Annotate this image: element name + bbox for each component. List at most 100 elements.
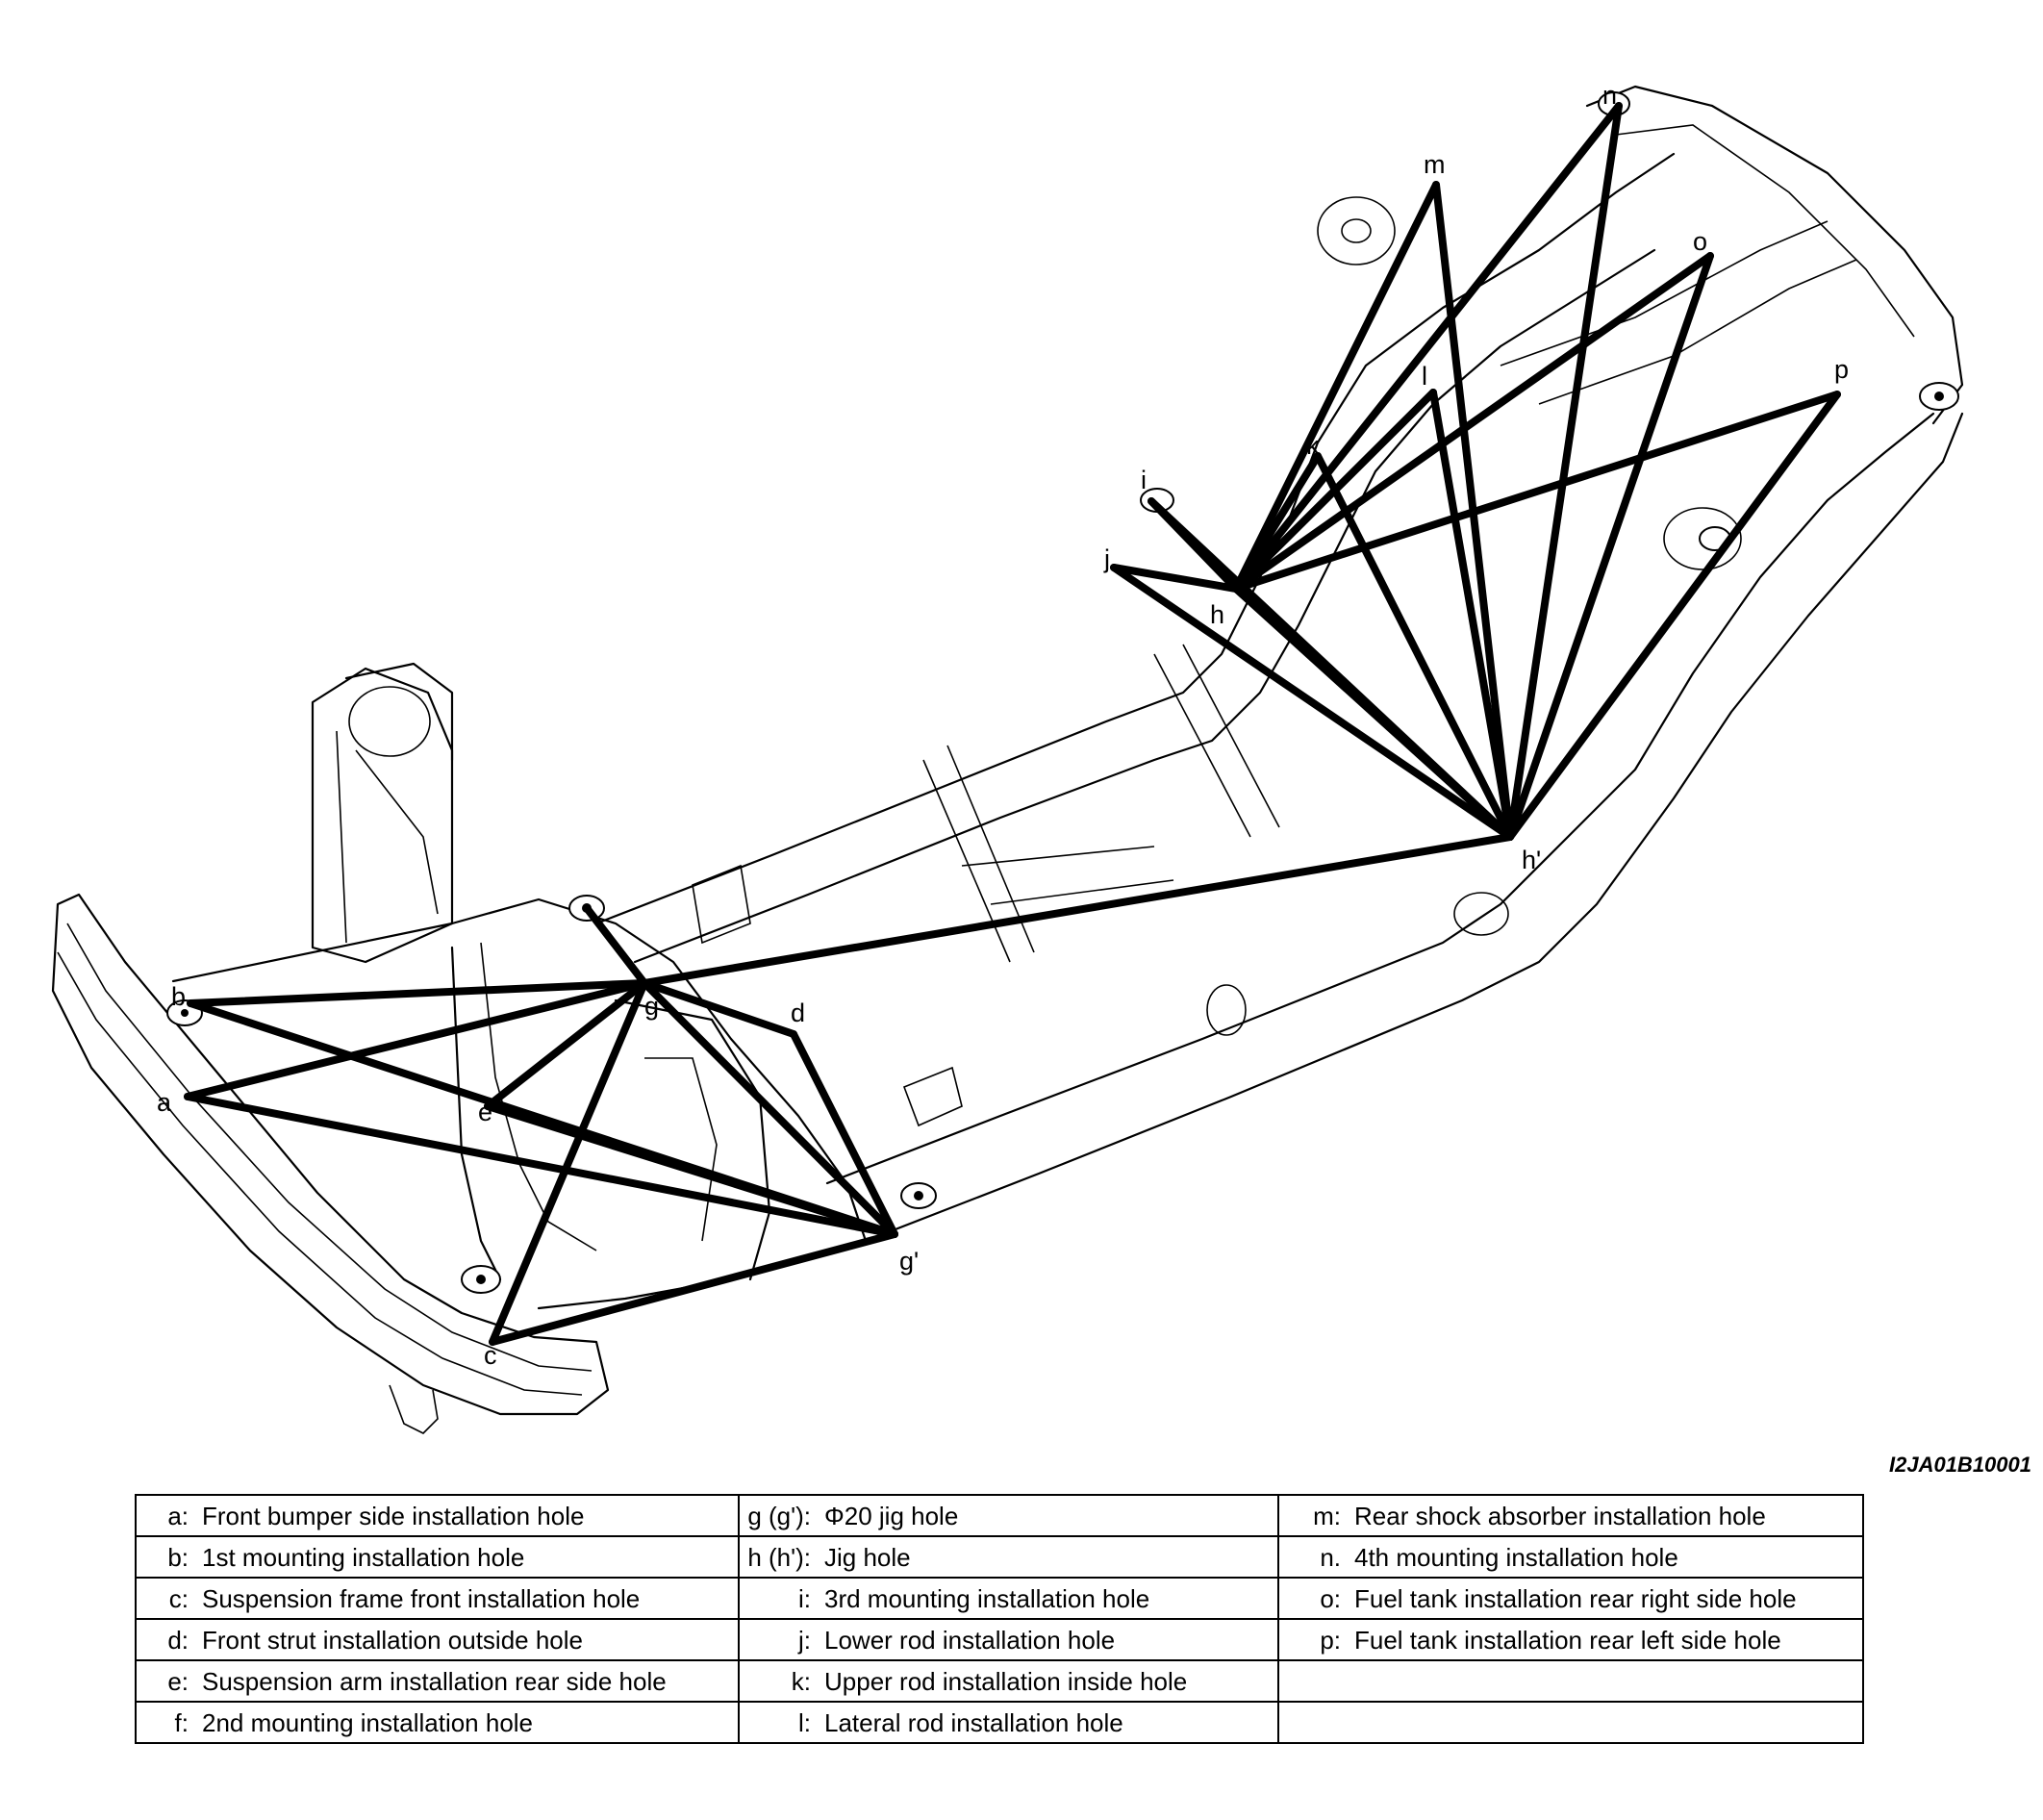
legend-cell: p: Fuel tank installation rear left side … [1277,1618,1864,1661]
point-label-g-prime: g' [899,1247,919,1276]
measurement-line-a-gp [184,1093,898,1238]
legend-key: m: [1313,1501,1341,1530]
legend-label: Lateral rod installation hole [824,1707,1123,1737]
legend-key: j: [798,1625,811,1655]
legend-row: f: 2nd mounting installation hole l: Latera… [135,1701,1864,1744]
point-label-m: m [1424,150,1446,179]
legend-cell: o: Fuel tank installation rear right side… [1277,1577,1864,1620]
legend-key: g (g'): [747,1501,811,1530]
point-label-a: a [157,1088,172,1117]
measurement-line-hp-n [1506,102,1623,841]
legend-cell [1277,1701,1864,1744]
measurement-line-j-h [1110,564,1240,593]
legend-label: Lower rod installation hole [824,1625,1116,1655]
legend-cell: g (g'): Φ20 jig hole [738,1494,1279,1537]
legend-label: 2nd mounting installation hole [202,1707,534,1737]
legend-row: e: Suspension arm installation rear side … [135,1659,1864,1703]
legend-label: Φ20 jig hole [824,1501,959,1530]
measurement-line-h-k [1232,452,1322,593]
measurement-line-h-p [1232,391,1841,593]
legend-key: e: [167,1666,189,1696]
legend-cell: j: Lower rod installation hole [738,1618,1279,1661]
measurement-line-i-hp [1148,497,1514,841]
point-label-p: p [1834,355,1849,384]
measurement-line-hp-k [1314,452,1514,841]
measurement-line-a-g [184,979,648,1100]
point-label-l: l [1422,362,1427,391]
measurement-line-c-gp [489,1230,898,1346]
point-label-o: o [1693,227,1707,256]
point-label-j: j [1103,544,1110,573]
legend-label: Upper rod installation inside hole [824,1666,1188,1696]
legend-cell: b: 1st mounting installation hole [135,1535,740,1579]
point-label-n: n [1602,81,1617,110]
legend-key: l: [798,1707,811,1737]
point-label-h: h [1210,600,1224,629]
legend-label: Fuel tank installation rear left side ho… [1354,1625,1781,1655]
legend-cell: c: Suspension frame front installation ho… [135,1577,740,1620]
measurement-line-d-g [641,979,797,1038]
measurement-line-j-hp [1110,564,1514,841]
legend-key: p: [1320,1625,1341,1655]
measurement-line-c-g [489,979,648,1346]
measurement-line-g-hp [641,833,1514,987]
point-label-h-prime: h' [1522,846,1541,874]
legend-label: Front strut installation outside hole [202,1625,583,1655]
legend-cell: n. 4th mounting installation hole [1277,1535,1864,1579]
measurement-line-b-g [187,979,648,1007]
legend-row: b: 1st mounting installation hole h (h'): J… [135,1535,1864,1579]
measurement-line-d-gp [790,1030,898,1238]
legend-cell: a:Front bumper side installation hole [135,1494,740,1537]
measurement-lines [184,102,1841,1346]
legend-key: k: [791,1666,811,1696]
legend-key: c: [168,1583,189,1613]
legend-label: Front bumper side installation hole [202,1501,585,1530]
legend-row: d: Front strut installation outside hole j… [135,1618,1864,1661]
point-label-d: d [791,998,805,1027]
measurement-line-h-m [1232,181,1440,593]
legend-cell: h (h'): Jig hole [738,1535,1279,1579]
legend-key: d: [167,1625,189,1655]
legend-key: b: [167,1542,189,1572]
legend-key: h (h'): [747,1542,811,1572]
measurement-line-upper-g [583,904,648,987]
point-label-g: g [644,992,659,1021]
legend-label: Jig hole [824,1542,911,1572]
measurement-line-e-gp [484,1102,898,1238]
legend-label: 4th mounting installation hole [1354,1542,1678,1572]
legend-key: o: [1320,1583,1341,1613]
point-label-b: b [171,982,186,1011]
frame-diagram: a b c d e g g' h h' i j k l m n o p [51,81,1964,1434]
point-label-c: c [484,1341,497,1370]
measurement-line-hp-o [1506,252,1714,841]
legend-cell: d: Front strut installation outside hole [135,1618,740,1661]
point-label-e: e [478,1098,492,1126]
measurement-line-hp-l [1429,389,1514,841]
point-labels: a b c d e g g' h h' i j k l m n o p [157,81,1849,1370]
legend-label: Suspension frame front installation hole [202,1583,641,1613]
legend-cell: f: 2nd mounting installation hole [135,1701,740,1744]
legend-label: Fuel tank installation rear right side h… [1354,1583,1797,1613]
legend-label: 1st mounting installation hole [202,1542,525,1572]
legend-key: n. [1320,1542,1341,1572]
legend-row: c: Suspension frame front installation ho… [135,1577,1864,1620]
measurement-line-h-n [1232,102,1623,593]
figure-code: I2JA01B10001 [1888,1453,2031,1477]
chassis-outline [51,85,1964,1434]
legend-cell [1277,1659,1864,1703]
legend-label: Rear shock absorber installation hole [1354,1501,1766,1530]
legend-label: 3rd mounting installation hole [824,1583,1150,1613]
measurement-line-e-g [484,979,648,1110]
legend-key: i: [798,1583,811,1613]
measurement-line-h-o [1232,252,1714,593]
legend-cell: m: Rear shock absorber installation hole [1277,1494,1864,1537]
legend-cell: i: 3rd mounting installation hole [738,1577,1279,1620]
measurement-line-hp-m [1432,181,1514,841]
legend-key: f: [174,1707,189,1737]
legend-label: Suspension arm installation rear side ho… [202,1666,667,1696]
point-label-i: i [1141,466,1147,494]
measurement-line-g-gp [641,979,898,1238]
measurement-line-hp-p [1506,391,1841,841]
